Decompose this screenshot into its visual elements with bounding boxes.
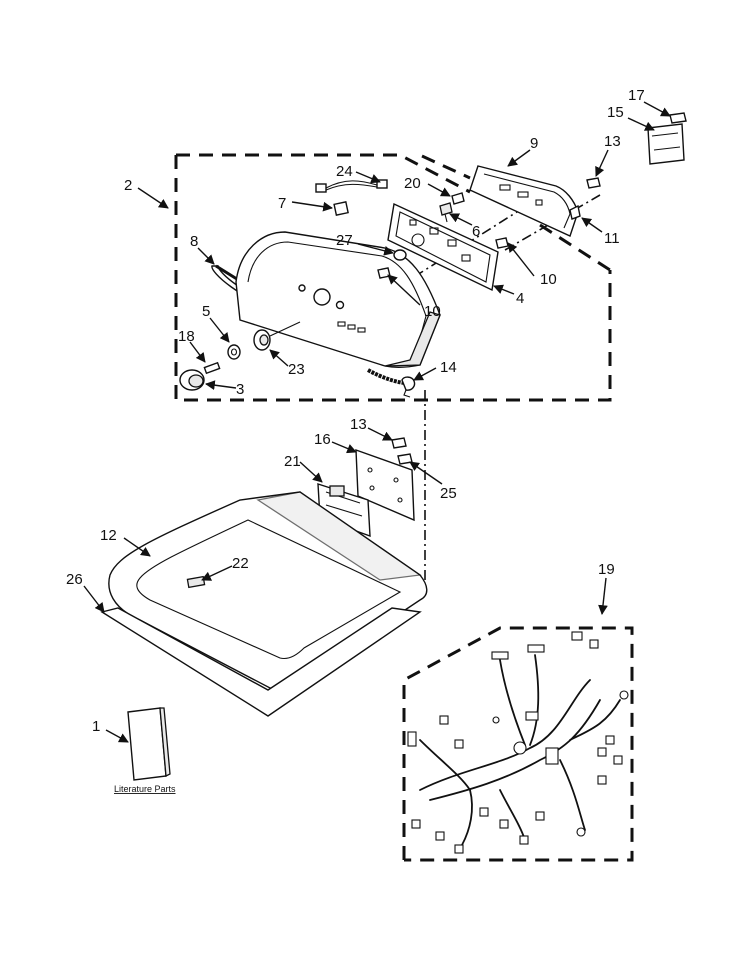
knob-3 [179,369,205,391]
callout-20: 20 [404,175,421,192]
callout-25: 25 [440,485,457,502]
callout-8: 8 [190,233,198,250]
foam-pad-27 [393,249,407,261]
gasket-strip-bottom [367,368,416,398]
harness-group-border [402,626,634,862]
clip-5 [227,344,241,360]
callout-19: 19 [598,561,615,578]
callout-5: 5 [202,303,210,320]
callout-10-right: 10 [540,271,557,288]
callout-9: 9 [530,135,538,152]
callout-7: 7 [278,195,286,212]
callout-27: 27 [336,232,353,249]
callout-10-left: 10 [424,303,441,320]
screw-13-lower [391,437,407,449]
screw-20 [451,192,465,205]
callout-23: 23 [288,361,305,378]
control-board-4 [387,202,499,292]
lid-12 [108,491,428,689]
callout-26: 26 [66,571,83,588]
callout-6: 6 [472,223,480,240]
screw-17 [669,112,687,124]
screw-10-right [495,237,509,249]
callout-3: 3 [236,381,244,398]
literature-label: Literature Parts [114,784,176,794]
callout-labels: 2 17 15 9 13 24 20 7 6 11 8 27 10 4 10 5… [66,87,645,735]
lid-seal-26 [100,607,422,717]
screw-10-left [377,267,391,279]
switch-23 [253,321,301,351]
callout-11: 11 [604,230,620,247]
callout-1: 1 [92,718,100,735]
clip-11 [569,204,581,220]
screw-6 [439,202,453,223]
spring-18 [203,361,221,375]
callout-17: 17 [628,87,645,104]
bracket-7 [333,201,349,216]
harness-24 [315,179,388,193]
literature-1 [127,707,171,781]
callout-2: 2 [124,177,132,194]
screw-13-top [586,177,601,189]
callout-4: 4 [516,290,524,307]
callout-14: 14 [440,359,457,376]
leader-lines [83,101,671,743]
callout-22: 22 [232,555,249,572]
bracket-16 [355,448,415,522]
callout-15: 15 [607,104,624,121]
callout-18: 18 [178,328,195,345]
console-panel [235,231,441,369]
console-group-border [174,153,612,402]
callout-24: 24 [336,163,353,180]
ui-housing-9 [469,165,579,237]
callout-13-top: 13 [604,133,621,150]
bracket-15 [647,123,685,165]
wire-harness-19 [407,631,629,854]
callout-12: 12 [100,527,117,544]
callout-16: 16 [314,431,331,448]
callout-21: 21 [284,453,301,470]
callout-13-lower: 13 [350,416,367,433]
